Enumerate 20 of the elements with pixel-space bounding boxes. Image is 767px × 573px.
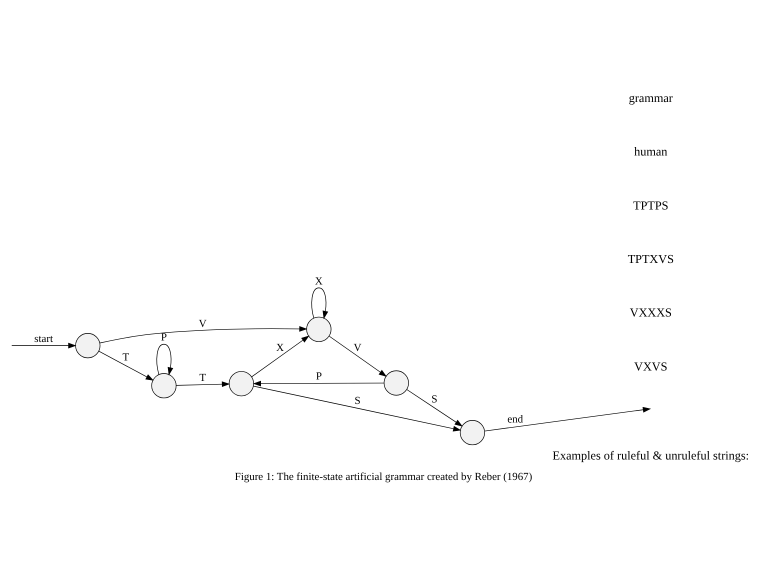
edge-label: end [507, 413, 524, 426]
edge-label: T [199, 372, 206, 384]
edge-label: S [354, 394, 361, 407]
label: human [634, 144, 668, 159]
edge-label: V [354, 342, 362, 354]
edge-label: X [276, 342, 284, 354]
label: VXVS [634, 359, 668, 374]
edge-label: V [198, 318, 207, 330]
edge-label: T [122, 351, 130, 364]
edge-label: P [160, 332, 167, 344]
label: TPTXVS [628, 252, 674, 266]
edge-label: X [314, 275, 323, 288]
label: TPTPS [633, 198, 668, 212]
caption: Figure 1: The finite-state artificial grammar created by Reber (1967) [234, 471, 532, 484]
edge-label: P [316, 370, 322, 382]
label: Examples of ruleful & unruleful strings: [552, 448, 750, 462]
edge-label: start [34, 333, 53, 346]
label: grammar [628, 90, 673, 105]
label: VXXXS [630, 306, 672, 320]
edge-label: S [431, 394, 438, 406]
